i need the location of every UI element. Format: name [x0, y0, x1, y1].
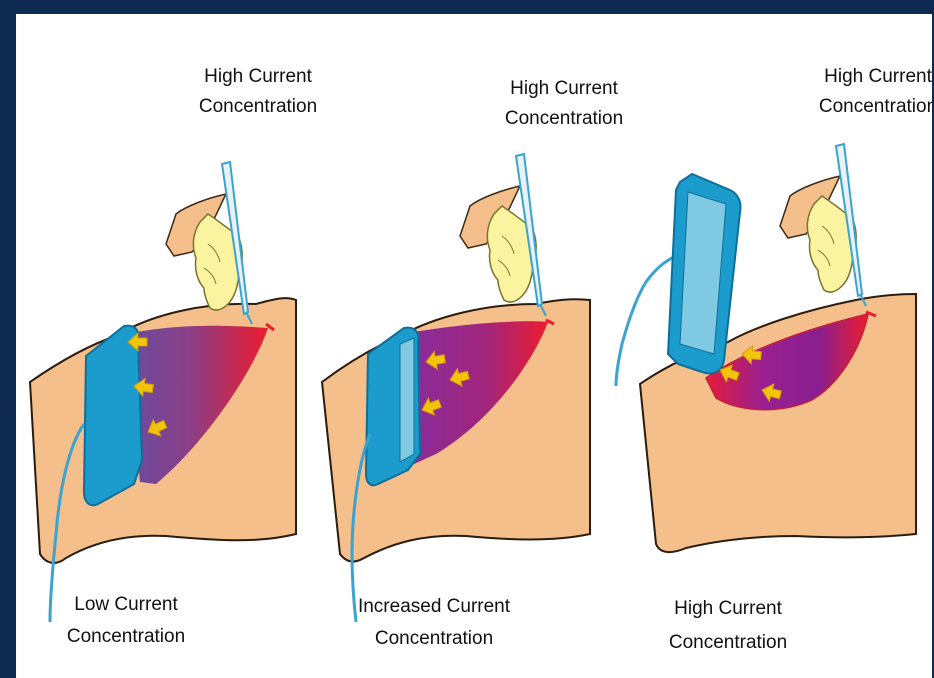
active-electrode-label-line1: High Current	[510, 78, 618, 99]
active-electrode-label-line1: High Current	[824, 66, 932, 87]
panel-1: High Current Concentration Low Current C…	[30, 66, 317, 647]
surgeon-hand-icon	[166, 162, 252, 324]
active-electrode-label-line1: High Current	[204, 66, 312, 87]
electrosurgery-diagram: High Current Concentration Low Current C…	[16, 14, 932, 678]
return-pad-label-line1: Increased Current	[358, 596, 511, 617]
panel-3: High Current Concentration High Current …	[616, 66, 932, 653]
panel-2: High Current Concentration Increased Cur…	[322, 78, 623, 649]
surgeon-hand-icon	[460, 154, 546, 316]
return-pad-label-line2: Concentration	[375, 628, 493, 649]
diagram-frame: High Current Concentration Low Current C…	[16, 14, 932, 678]
active-electrode-label-line2: Concentration	[505, 108, 623, 129]
return-pad-label-line2: Concentration	[669, 632, 787, 653]
patient-return-pad	[84, 326, 142, 506]
return-pad-label-line2: Concentration	[67, 626, 185, 647]
return-pad-label-line1: Low Current	[74, 594, 178, 615]
active-electrode-label-line2: Concentration	[199, 96, 317, 117]
return-pad-label-line1: High Current	[674, 598, 782, 619]
active-electrode-label-line2: Concentration	[819, 96, 932, 117]
surgeon-hand-icon	[780, 144, 866, 306]
